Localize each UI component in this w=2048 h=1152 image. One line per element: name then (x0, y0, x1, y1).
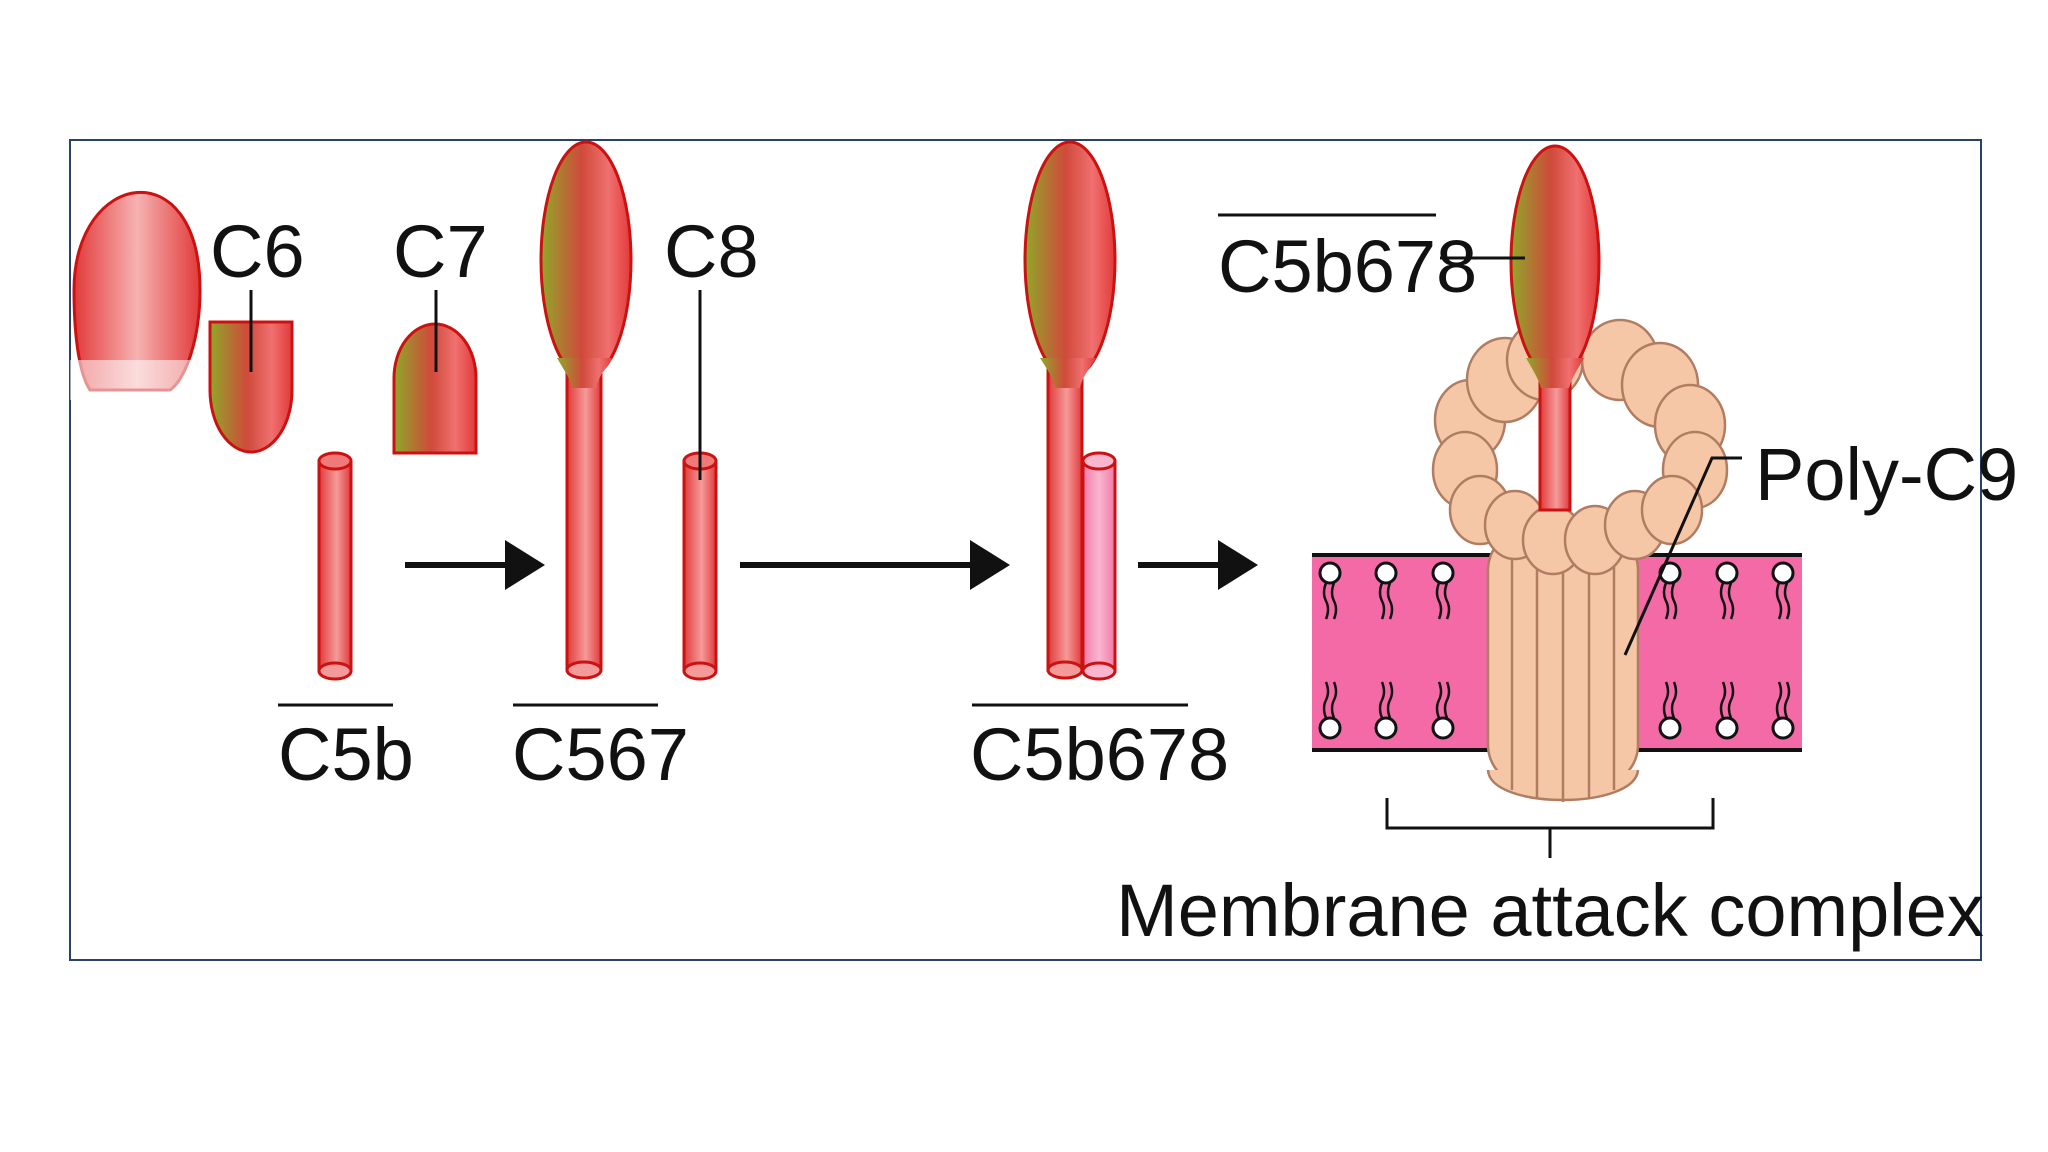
label-c5b678-mid: C5b678 (970, 713, 1229, 796)
poly-c9-pore (1431, 318, 1729, 802)
c8-rod (682, 290, 718, 681)
label-c6: C6 (210, 210, 305, 293)
label-c5b678-top: C5b678 (1218, 225, 1477, 308)
label-c8: C8 (664, 210, 759, 293)
c5b-head-shape (70, 191, 210, 400)
c5b678-complex (1023, 140, 1117, 681)
label-mac: Membrane attack complex (1116, 869, 1984, 952)
label-c7: C7 (393, 210, 488, 293)
c5b678-inserted (1509, 144, 1601, 512)
arrow-2 (740, 540, 1010, 590)
label-c5b: C5b (278, 713, 414, 796)
mac-bracket (1385, 798, 1715, 858)
c5b-rod (317, 451, 353, 681)
c567-complex (539, 140, 633, 680)
arrow-1 (405, 540, 545, 590)
label-c567: C567 (512, 713, 689, 796)
arrow-3 (1138, 540, 1258, 590)
c7-shape (392, 290, 478, 455)
c6-shape (208, 290, 294, 454)
poly-c9-leader (1623, 456, 1742, 656)
label-poly-c9: Poly-C9 (1755, 433, 2018, 516)
